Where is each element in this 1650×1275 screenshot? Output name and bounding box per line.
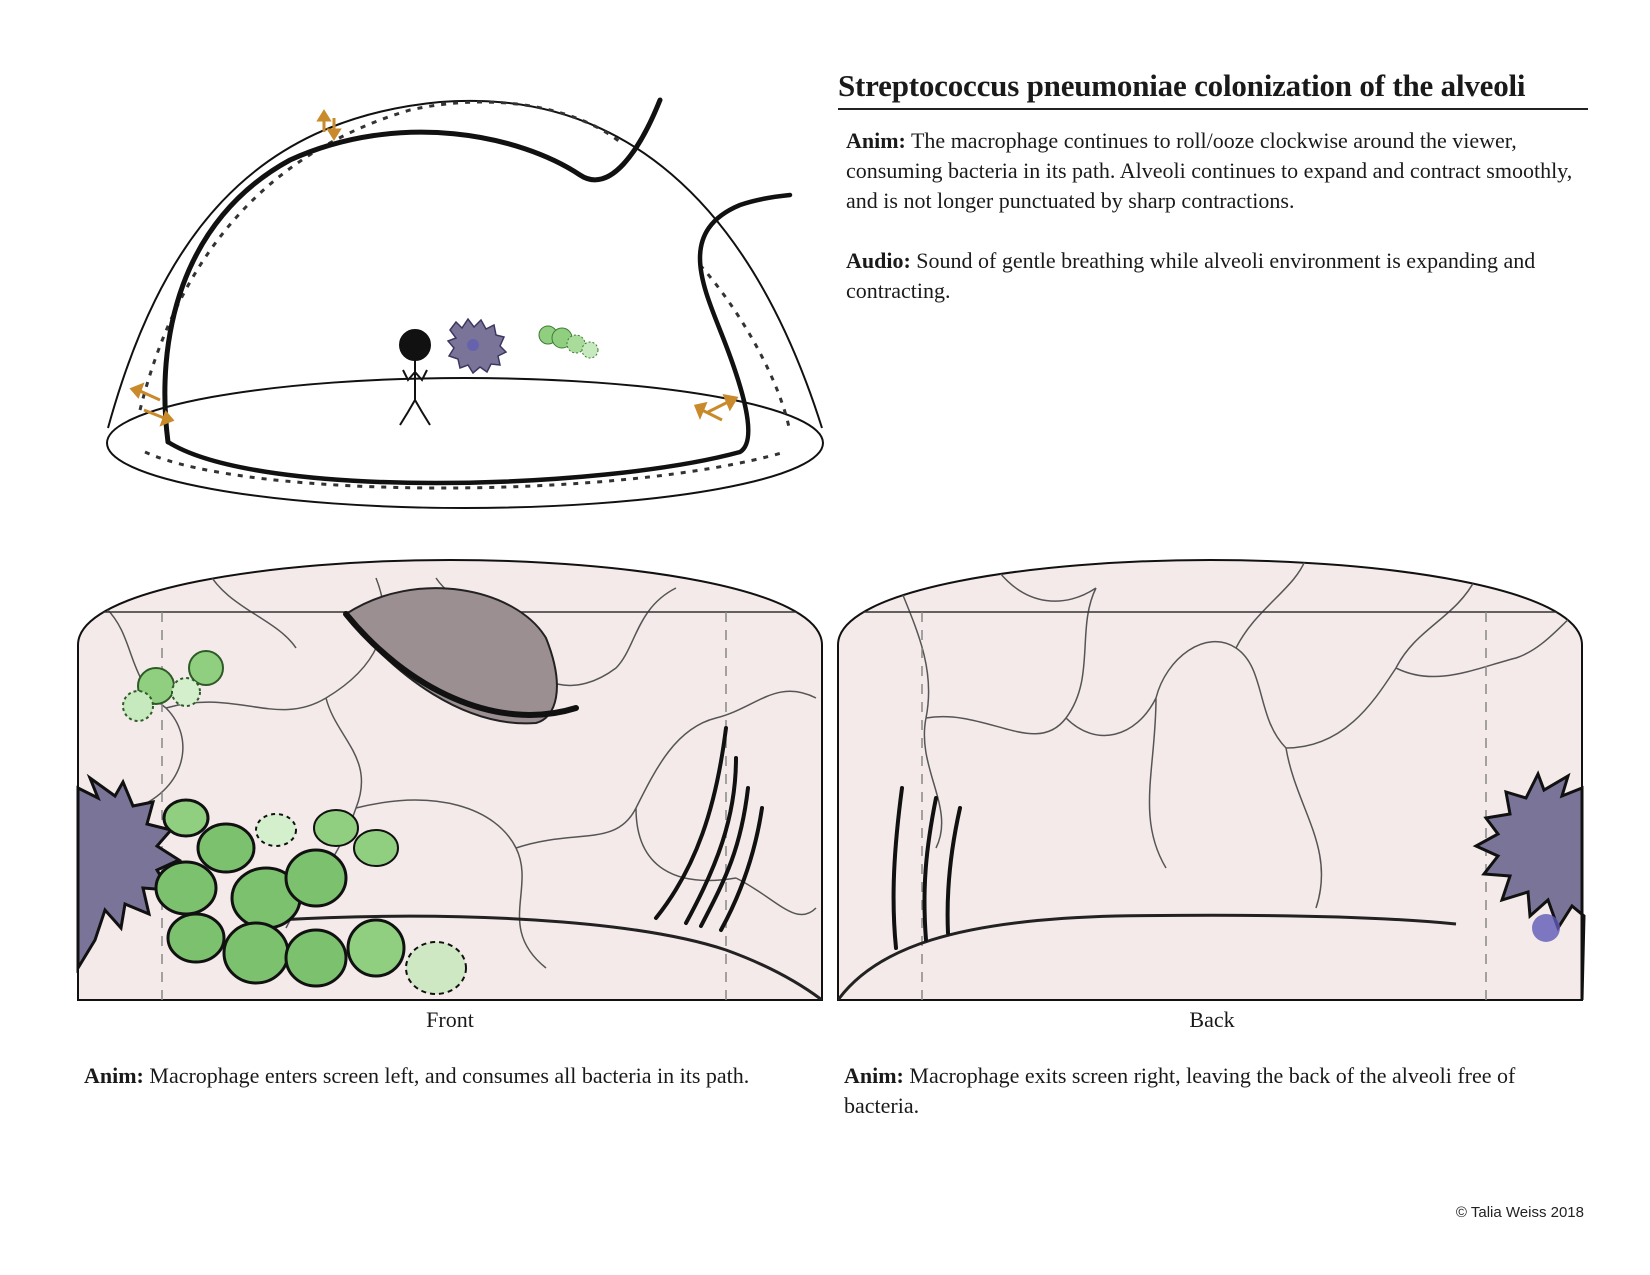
anim-label: Anim: [846, 128, 906, 153]
macrophage-small [446, 317, 508, 375]
cilia-back [891, 786, 962, 950]
front-panel-label: Front [426, 1007, 474, 1032]
macrophage-front [76, 773, 183, 974]
alveolar-wall-dashed [138, 100, 621, 411]
dome-outline [107, 99, 823, 429]
audio-label: Audio: [846, 248, 911, 273]
back-panel-illustration [837, 558, 1586, 1001]
front-anim-text: Macrophage enters screen left, and consu… [143, 1063, 750, 1088]
alveoli-dome-diagram [106, 97, 824, 509]
alveolar-wall [162, 97, 663, 445]
back-anim-label: Anim: [844, 1063, 904, 1088]
dome-floor [106, 377, 824, 509]
back-panel-label: Back [1189, 1007, 1235, 1032]
storyboard-audio-note: Audio: Sound of gentle breathing while a… [846, 246, 1596, 306]
alveolar-epithelial-cell [343, 587, 579, 725]
cilia-front [654, 726, 764, 932]
audio-text: Sound of gentle breathing while alveoli … [846, 248, 1536, 303]
storyboard-anim-note: Anim: The macrophage continues to roll/o… [846, 126, 1596, 216]
page-title: Streptococcus pneumoniae colonization of… [838, 68, 1588, 110]
copyright-notice: © Talia Weiss 2018 [1455, 1204, 1584, 1221]
macrophage-back [1472, 770, 1586, 1001]
back-anim-text: Macrophage exits screen right, leaving t… [844, 1063, 1516, 1118]
bacteria-lower-cluster [154, 798, 467, 995]
front-anim-note: Anim: Macrophage enters screen left, and… [84, 1061, 804, 1091]
back-anim-note: Anim: Macrophage exits screen right, lea… [844, 1061, 1584, 1121]
viewer-figure [399, 329, 431, 426]
capillary-lines-back [895, 560, 1582, 909]
bacteria-upper-cluster [122, 650, 224, 722]
front-panel-illustration [76, 558, 823, 1001]
contraction-arrows [129, 109, 739, 427]
back-alveolar-surface [837, 558, 1583, 1001]
bacteria-small-cluster [538, 325, 599, 359]
anim-text: The macrophage continues to roll/ooze cl… [846, 128, 1573, 213]
front-anim-label: Anim: [84, 1063, 144, 1088]
